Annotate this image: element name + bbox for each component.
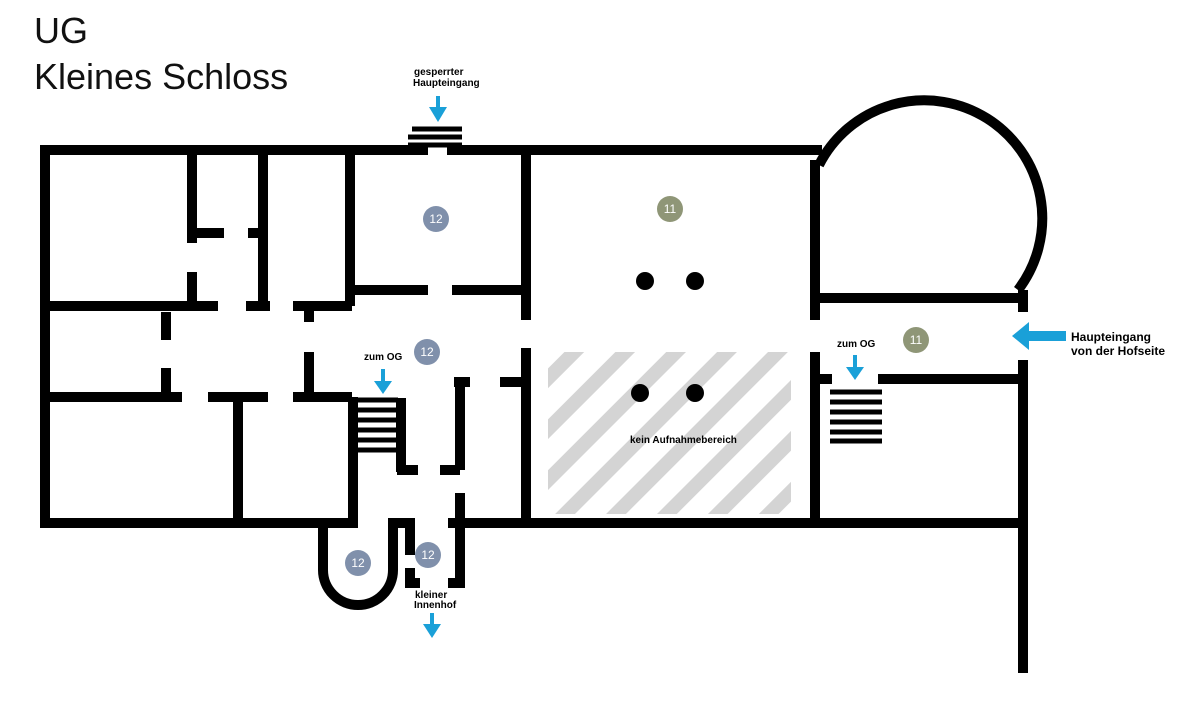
arrow-courtyard (423, 613, 441, 638)
floor-label: UG (34, 10, 88, 51)
room-badge-circle (903, 327, 929, 353)
label-stairs-left: zum OG (364, 352, 403, 363)
room-number: 12 (421, 548, 435, 562)
room-badge: 12 (414, 339, 440, 365)
label-stairs-right: zum OG (837, 339, 876, 350)
room-badge: 12 (423, 206, 449, 232)
arrow-stairs-left (374, 369, 392, 394)
arrow-main-entrance (1012, 322, 1066, 350)
stairs-right (830, 389, 882, 444)
column (631, 384, 649, 402)
column (686, 384, 704, 402)
room-number: 12 (351, 556, 365, 570)
room-badge-circle (345, 550, 371, 576)
arrow-blocked-entrance (429, 96, 447, 122)
map-title: UG Kleines Schloss (34, 8, 288, 100)
room-badge: 11 (903, 327, 929, 353)
room-badge: 11 (657, 196, 683, 222)
label-blocked-entrance-line1: gesperrter (414, 67, 464, 78)
walls (40, 95, 1048, 673)
column (636, 272, 654, 290)
blocked-entrance-steps (408, 126, 462, 148)
room-number: 12 (429, 212, 443, 226)
building-name: Kleines Schloss (34, 56, 289, 97)
no-recording-zone (548, 352, 791, 514)
room-number: 12 (420, 345, 434, 359)
room-badge: 12 (345, 550, 371, 576)
arrow-stairs-right (846, 355, 864, 380)
room-badge: 12 (415, 542, 441, 568)
room-badge-circle (414, 339, 440, 365)
label-courtyard-line1: kleiner (415, 590, 447, 601)
column (686, 272, 704, 290)
room-badge-circle (423, 206, 449, 232)
label-courtyard-line2: Innenhof (414, 600, 457, 611)
label-no-recording: kein Aufnahmebereich (630, 435, 737, 446)
room-number: 11 (664, 202, 677, 216)
room-number: 11 (910, 333, 923, 347)
room-badge-circle (657, 196, 683, 222)
room-badge-circle (415, 542, 441, 568)
label-main-entrance-line1: Haupteingang (1071, 330, 1151, 344)
label-main-entrance-line2: von der Hofseite (1071, 344, 1165, 358)
stairs-left (358, 397, 398, 453)
label-blocked-entrance-line2: Haupteingang (413, 78, 480, 89)
